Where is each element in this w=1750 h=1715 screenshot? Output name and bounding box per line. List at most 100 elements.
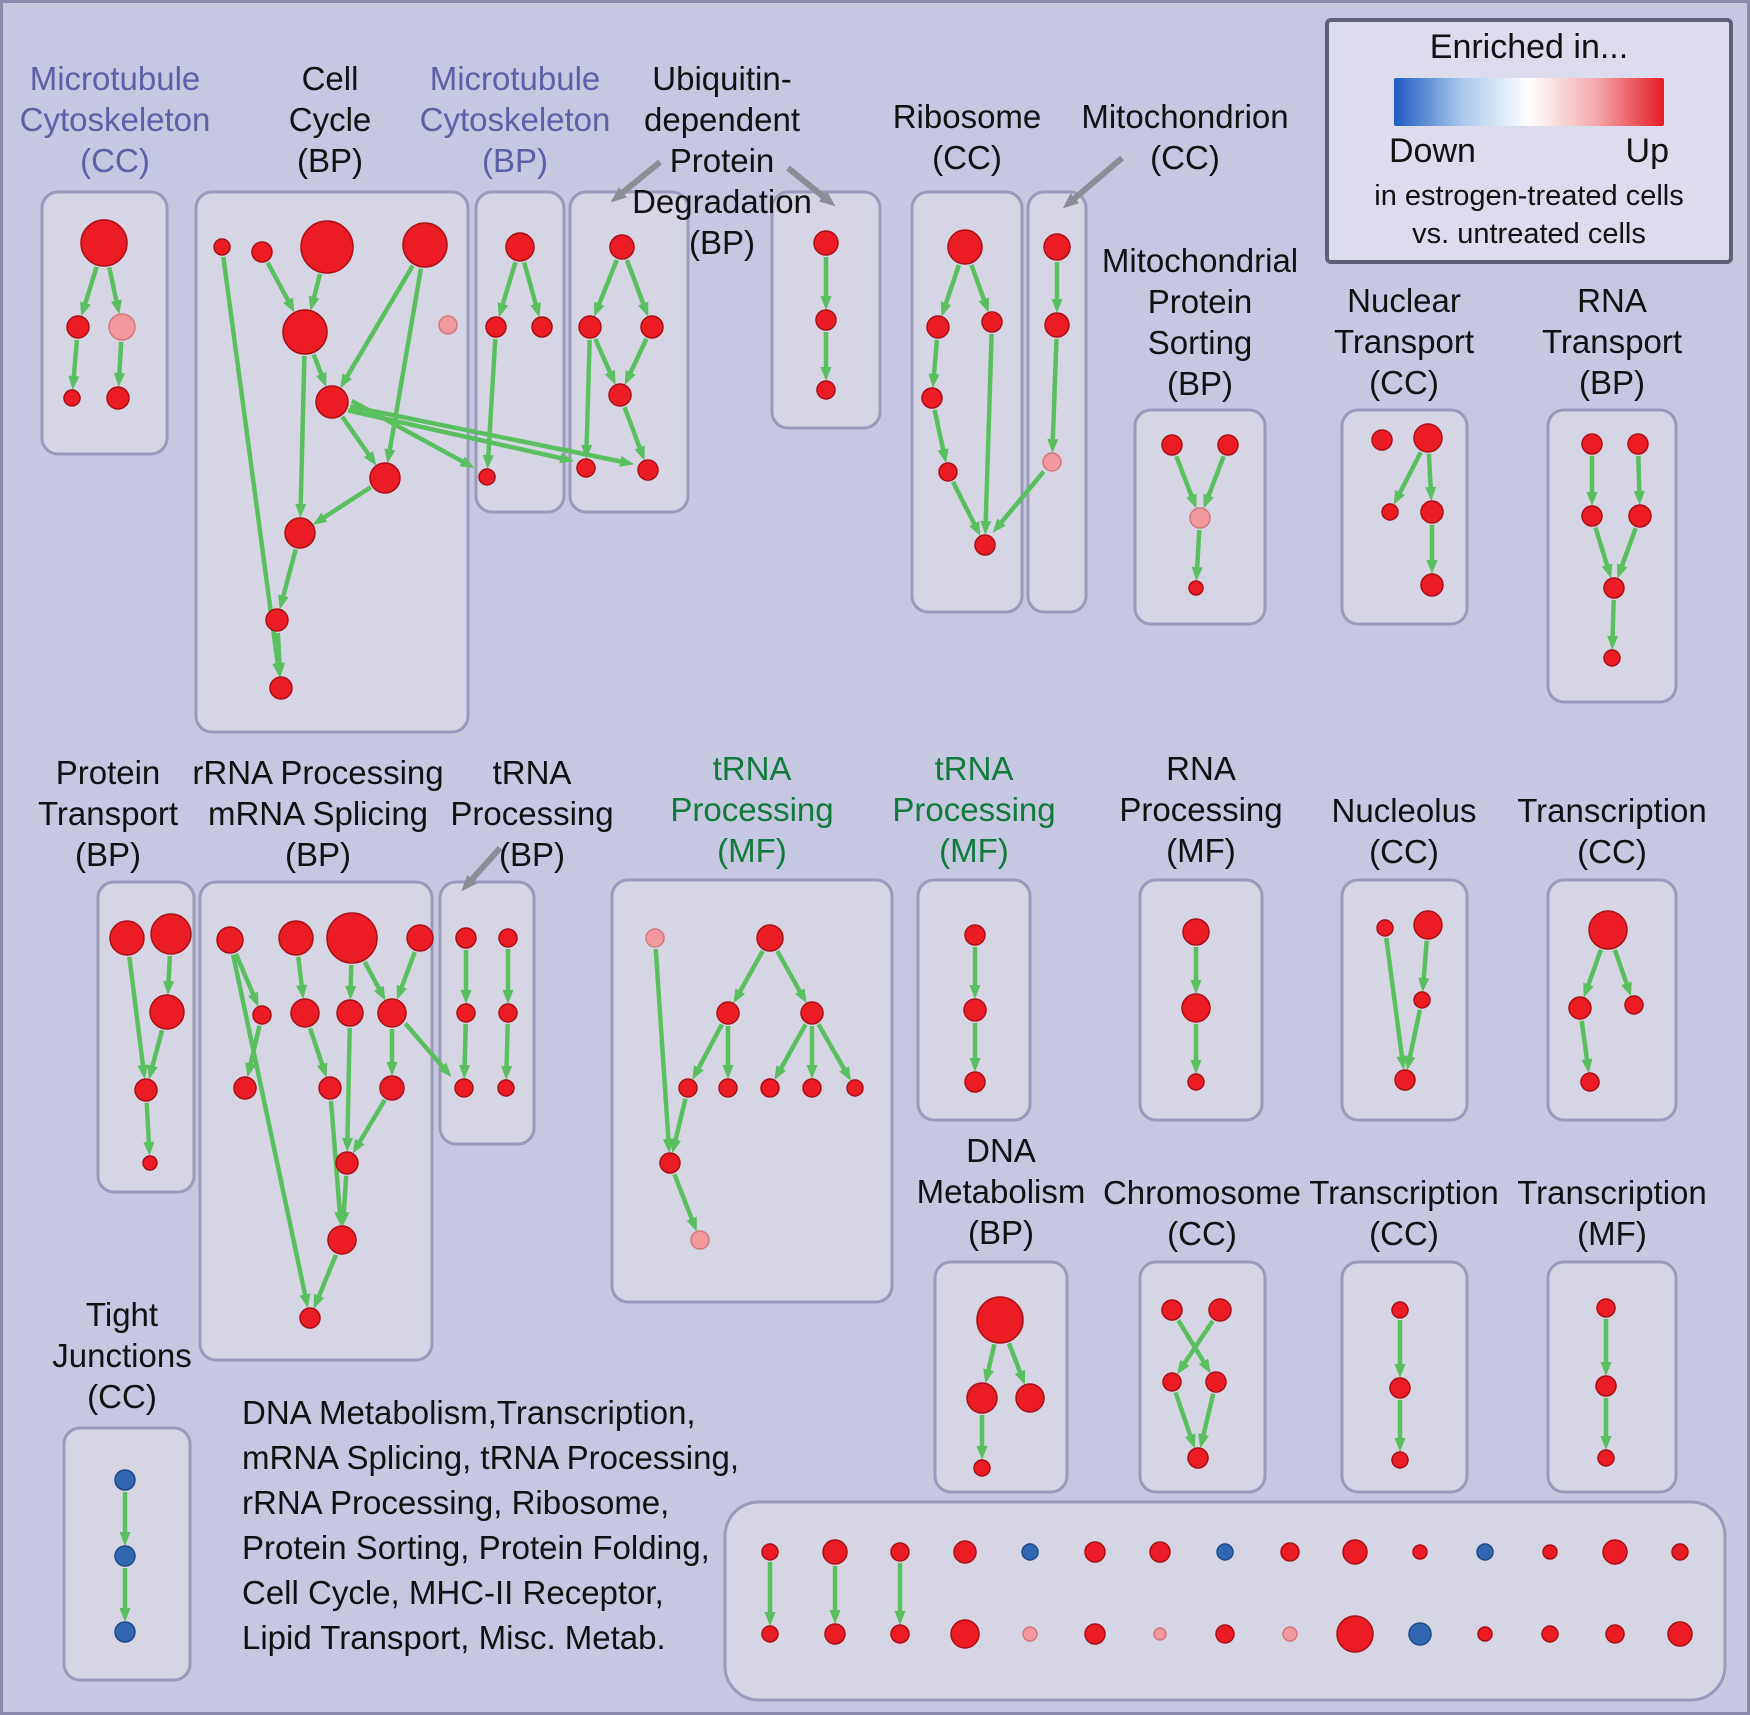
go-term-node-red <box>921 387 943 409</box>
cluster-box-microtubule-cytoskeleton-bp <box>474 190 566 514</box>
cluster-box-transcription-cc-1 <box>1546 878 1678 1122</box>
go-term-node-red <box>1162 1372 1182 1392</box>
legend-title: Enriched in... <box>1429 28 1629 66</box>
enrichment-edge <box>1616 527 1638 579</box>
go-term-node-red <box>233 1076 257 1100</box>
go-term-node-red <box>1624 995 1644 1015</box>
go-term-node-red <box>498 928 518 948</box>
go-term-node-red <box>953 1540 977 1564</box>
enrichment-edge <box>816 1023 852 1082</box>
enrichment-edge <box>624 337 649 386</box>
go-term-node-red <box>1413 910 1443 940</box>
go-term-node-pink <box>438 315 458 335</box>
cluster-box-ubiquitin-degradation-bp-1 <box>568 190 690 514</box>
go-term-node-red <box>142 1155 158 1171</box>
go-term-node-red <box>1391 1451 1409 1469</box>
go-term-node-red <box>822 1539 848 1565</box>
go-term-node-blue <box>1408 1622 1432 1646</box>
cluster-label-cell-cycle-bp: Cell Cycle (BP) <box>288 60 372 179</box>
go-term-node-red <box>1671 1543 1689 1561</box>
go-term-node-red <box>66 315 90 339</box>
cluster-box-nucleolus-cc <box>1340 878 1469 1122</box>
cluster-box-transcription-mf <box>1546 1260 1678 1494</box>
go-term-node-red <box>269 676 293 700</box>
go-term-node-red <box>299 1307 321 1329</box>
go-term-node-blue <box>1216 1543 1234 1561</box>
go-term-node-red <box>1413 423 1443 453</box>
go-term-node-red <box>1149 1541 1171 1563</box>
cluster-label-tight-junctions-cc: Tight Junctions (CC) <box>52 1296 192 1415</box>
enrichment-edge <box>928 339 940 389</box>
go-term-node-red <box>1603 649 1621 667</box>
go-term-node-red <box>678 1078 698 1098</box>
enrichment-edge-cross <box>992 470 1046 533</box>
go-term-node-red <box>1394 1069 1416 1091</box>
legend-ends-row: Down Up <box>1329 132 1729 171</box>
enrichment-edge <box>1607 599 1619 651</box>
go-term-node-red <box>505 232 535 262</box>
go-term-node-red <box>761 1625 779 1643</box>
go-term-node-red <box>402 222 448 268</box>
go-term-node-red <box>1084 1541 1106 1563</box>
legend-down-label: Down <box>1389 132 1476 170</box>
enrichment-edge <box>338 1175 350 1227</box>
go-term-node-red <box>63 389 81 407</box>
enrichment-edge <box>672 1173 697 1232</box>
misc-cluster-description: DNA Metabolism,Transcription, mRNA Splic… <box>242 1394 740 1656</box>
enrichment-edge <box>522 261 541 318</box>
go-term-node-red <box>974 534 996 556</box>
enrichment-edge <box>1633 455 1645 506</box>
go-term-node-red <box>609 234 635 260</box>
go-term-node-red <box>456 1003 476 1023</box>
go-term-node-red <box>278 920 314 956</box>
enrichment-edge <box>497 261 518 318</box>
enrichment-edge <box>1418 940 1430 993</box>
go-term-node-red <box>1667 1621 1693 1647</box>
go-term-node-red <box>1181 993 1211 1023</box>
label-pointer-arrow <box>786 165 836 207</box>
go-term-node-red <box>315 385 349 419</box>
cluster-label-ribosome-cc: Ribosome (CC) <box>892 98 1042 176</box>
go-term-node-red <box>284 517 316 549</box>
go-term-node-red <box>1597 1449 1615 1467</box>
enrichment-edge <box>459 1023 471 1080</box>
enrichment-edge <box>1593 526 1613 579</box>
go-term-node-red <box>327 1225 357 1255</box>
go-term-node-red <box>251 241 273 263</box>
cluster-label-nucleolus-cc: Nucleolus (CC) <box>1331 792 1477 870</box>
cluster-label-transcription-mf: Transcription (MF) <box>1517 1174 1707 1252</box>
go-term-node-red <box>326 912 378 964</box>
go-term-node-red <box>377 998 407 1028</box>
label-pointer-arrow <box>610 159 662 203</box>
go-term-node-red <box>947 229 983 265</box>
enrichment-edge <box>1191 529 1203 582</box>
cluster-label-microtubule-cytoskeleton-bp: Microtubule Cytoskeleton (BP) <box>419 60 611 179</box>
enrichment-edge <box>147 1029 165 1080</box>
enrichment-edge <box>1198 1393 1216 1449</box>
enrichment-edge <box>980 333 994 536</box>
go-term-node-red <box>926 315 950 339</box>
enrichment-edge <box>362 960 386 1001</box>
cluster-box-rna-transport-bp <box>1546 408 1678 704</box>
go-term-node-red <box>761 1543 779 1561</box>
go-term-node-pink <box>690 1230 710 1250</box>
enrichment-edge <box>230 954 311 1309</box>
enrichment-edge <box>969 264 990 313</box>
enrichment-edge <box>127 956 149 1080</box>
go-term-node-red <box>1420 573 1444 597</box>
go-term-node-red <box>963 998 987 1022</box>
enrichment-edge <box>342 1027 353 1153</box>
label-pointer-arrow <box>461 845 503 892</box>
enrichment-edge-cross <box>350 398 475 469</box>
go-term-node-red <box>1627 433 1649 455</box>
go-term-node-red <box>485 316 507 338</box>
go-term-node-red <box>800 1001 824 1025</box>
cluster-label-transcription-cc-1: Transcription (CC) <box>1517 792 1707 870</box>
enrichment-edge <box>295 355 307 519</box>
cluster-box-dna-metabolism-bp <box>933 1260 1069 1494</box>
go-term-node-pink <box>1042 452 1062 472</box>
go-term-node-red <box>379 1075 405 1101</box>
go-term-node-red <box>716 1001 740 1025</box>
cluster-label-rna-processing-mf: RNA Processing (MF) <box>1119 750 1283 869</box>
